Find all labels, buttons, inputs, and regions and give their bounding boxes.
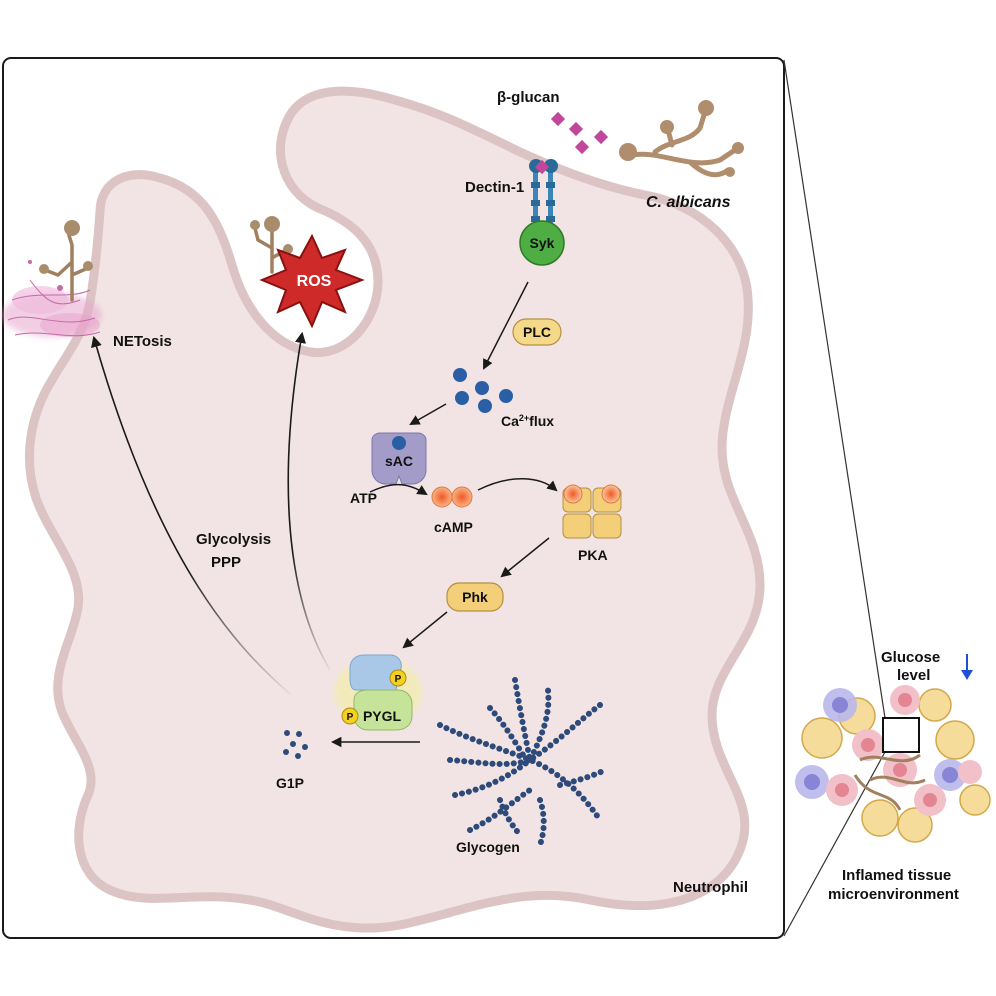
ros-burst: ROS xyxy=(259,233,365,329)
arrow-phk-to-pygl xyxy=(402,611,448,649)
ppp-label: PPP xyxy=(211,554,241,571)
plc-label: PLC xyxy=(523,324,551,340)
netosis-label: NETosis xyxy=(113,333,172,350)
pygl-label: PYGL xyxy=(363,708,402,724)
arrow-pka-to-phk xyxy=(500,537,550,578)
zoom-line-top xyxy=(783,59,886,719)
glycogen-label: Glycogen xyxy=(456,839,520,855)
phk-label: Phk xyxy=(462,589,488,605)
sac-enzyme xyxy=(371,432,427,485)
c-albicans-label: C. albicans xyxy=(646,194,731,211)
neutrophil-cell xyxy=(24,86,765,933)
g1p-molecules xyxy=(283,730,308,759)
arrow-to-ros xyxy=(287,331,331,671)
tissue-label-line2: microenvironment xyxy=(828,886,959,903)
pygl-phospho-1: P xyxy=(395,674,402,685)
ca-flux-label: Ca2+flux xyxy=(501,413,554,429)
camp-label: cAMP xyxy=(434,519,473,535)
pka-label: PKA xyxy=(578,547,608,563)
dectin-1-receptor xyxy=(529,159,558,232)
ros-fungus-icon xyxy=(250,216,293,274)
zoom-line-bottom xyxy=(783,751,886,937)
g1p-label: G1P xyxy=(276,775,304,791)
pygl-phospho-2: P xyxy=(347,712,354,723)
fungus-hyphae-icon xyxy=(619,100,744,178)
plc-node xyxy=(512,318,562,346)
ros-label: ROS xyxy=(297,273,332,290)
sac-label: sAC xyxy=(385,453,413,469)
syk-node xyxy=(519,220,565,266)
net-fungus-icon xyxy=(2,220,102,337)
arrow-syk-to-ca xyxy=(483,281,529,370)
beta-glucan-label: β-glucan xyxy=(497,89,560,106)
arrow-ca-to-sac xyxy=(409,403,447,426)
glycogen-branches xyxy=(437,677,608,848)
tissue-cluster-icon xyxy=(795,685,991,843)
arrow-to-netosis xyxy=(91,335,291,695)
arrow-camp-to-pka xyxy=(477,478,558,492)
glucose-label-line1: Glucose xyxy=(881,649,940,666)
camp-molecules xyxy=(431,486,473,508)
glucose-label-line2: level xyxy=(897,667,930,684)
beta-glucan-particles xyxy=(550,111,609,155)
calcium-ions xyxy=(453,368,513,413)
glycolysis-label: Glycolysis xyxy=(196,531,271,548)
pygl-enzyme xyxy=(334,654,422,731)
atp-label: ATP xyxy=(350,490,377,506)
tissue-label-line1: Inflamed tissue xyxy=(842,867,951,884)
down-arrow-icon xyxy=(961,654,973,680)
syk-label: Syk xyxy=(530,235,555,251)
neutrophil-label: Neutrophil xyxy=(673,879,748,896)
dectin-label: Dectin-1 xyxy=(465,179,524,196)
arrow-atp-to-camp xyxy=(369,483,428,496)
pka-complex xyxy=(562,484,622,539)
phk-node xyxy=(446,582,504,612)
